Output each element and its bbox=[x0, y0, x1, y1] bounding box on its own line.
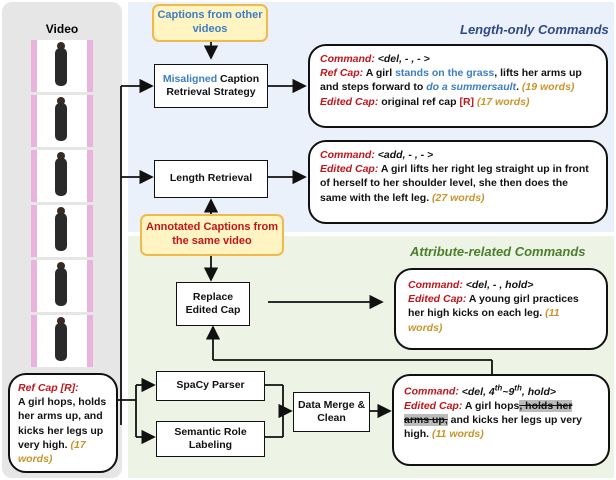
edited-cap-label: Edited Cap: bbox=[408, 293, 467, 306]
word-count: (19 words) bbox=[521, 81, 575, 94]
video-frame bbox=[31, 150, 93, 202]
command-value: <del, - , - > bbox=[377, 53, 430, 65]
spacy-parser-box: SpaCy Parser bbox=[156, 371, 265, 401]
attribute-title: Attribute-related Commands bbox=[410, 244, 586, 259]
length-only-del-output: Command: <del, - , - > Ref Cap: A girl s… bbox=[308, 44, 608, 128]
ref-cap-highlight: do a summersault bbox=[426, 81, 517, 94]
edited-cap-label: Edited Cap: bbox=[320, 95, 379, 108]
ref-cap-text: . bbox=[516, 81, 519, 94]
edited-cap-text: original ref cap bbox=[381, 95, 460, 108]
command-label: Command: bbox=[320, 53, 375, 65]
ref-cap-text: A girl bbox=[365, 67, 396, 80]
semantic-role-labeling-box: Semantic Role Labeling bbox=[156, 421, 265, 457]
command-value: <add, - , - > bbox=[377, 149, 434, 161]
ref-cap-label: Ref Cap [R]: bbox=[18, 382, 79, 394]
replace-edited-cap-box: Replace Edited Cap bbox=[176, 282, 250, 326]
annotated-captions-box: Annotated Captions from the same video bbox=[140, 214, 284, 256]
attribute-del-range-output: Command: <del, 4th~9th, hold> Edited Cap… bbox=[392, 374, 610, 466]
word-count: (11 words) bbox=[408, 307, 560, 334]
video-frame bbox=[31, 95, 93, 147]
attribute-hold-output: Command: <del, - , hold> Edited Cap: A y… bbox=[394, 268, 608, 350]
word-count: (17 words) bbox=[476, 95, 530, 108]
length-only-add-output: Command: <add, - , - > Edited Cap: A gir… bbox=[308, 140, 608, 224]
length-only-title: Length-only Commands bbox=[460, 22, 609, 37]
command-label: Command: bbox=[408, 279, 463, 291]
ref-cap-text: , lifts her arms up and steps forward to bbox=[320, 67, 582, 94]
edited-cap-label: Edited Cap: bbox=[404, 399, 463, 412]
video-frame bbox=[31, 205, 93, 257]
captions-other-videos-box: Captions from other videos bbox=[152, 4, 268, 42]
video-label: Video bbox=[45, 22, 79, 36]
length-retrieval-box: Length Retrieval bbox=[154, 160, 268, 198]
ref-cap-highlight: stands on the grass bbox=[395, 67, 495, 80]
data-merge-clean-box: Data Merge & Clean bbox=[293, 392, 370, 432]
video-frame bbox=[31, 315, 93, 367]
edited-cap-text: A girl lifts her right leg straight up i… bbox=[320, 163, 589, 204]
misaligned-label: Misaligned bbox=[162, 72, 218, 85]
video-frame bbox=[31, 260, 93, 312]
edited-cap-text: A girl hops bbox=[464, 399, 520, 412]
word-count: (27 words) bbox=[432, 191, 485, 204]
command-label: Command: bbox=[320, 149, 375, 161]
ref-cap-label: Ref Cap: bbox=[320, 67, 364, 80]
word-count: (11 words) bbox=[432, 428, 484, 441]
edited-cap-text: A young girl practices her high kicks on… bbox=[408, 293, 579, 320]
ref-word-count: (17 words) bbox=[18, 438, 86, 465]
command-value: <del, - , hold> bbox=[465, 279, 534, 291]
caption-retrieval-strategy-box: Misaligned Caption Retrieval Strategy bbox=[154, 64, 268, 108]
video-frame bbox=[31, 40, 93, 92]
ref-marker: [R] bbox=[459, 95, 475, 108]
command-label: Command: bbox=[404, 385, 459, 398]
command-value: <del, 4th~9th, hold> bbox=[461, 383, 556, 398]
ref-cap-text: A girl hops, holds her arms up, and kick… bbox=[18, 396, 107, 451]
edited-cap-text: and kicks her legs up very high. bbox=[404, 413, 582, 441]
edited-cap-label: Edited Cap: bbox=[320, 163, 379, 176]
reference-caption-box: Ref Cap [R]: A girl hops, holds her arms… bbox=[8, 373, 118, 473]
strategy-label: Caption Retrieval Strategy bbox=[166, 72, 260, 98]
